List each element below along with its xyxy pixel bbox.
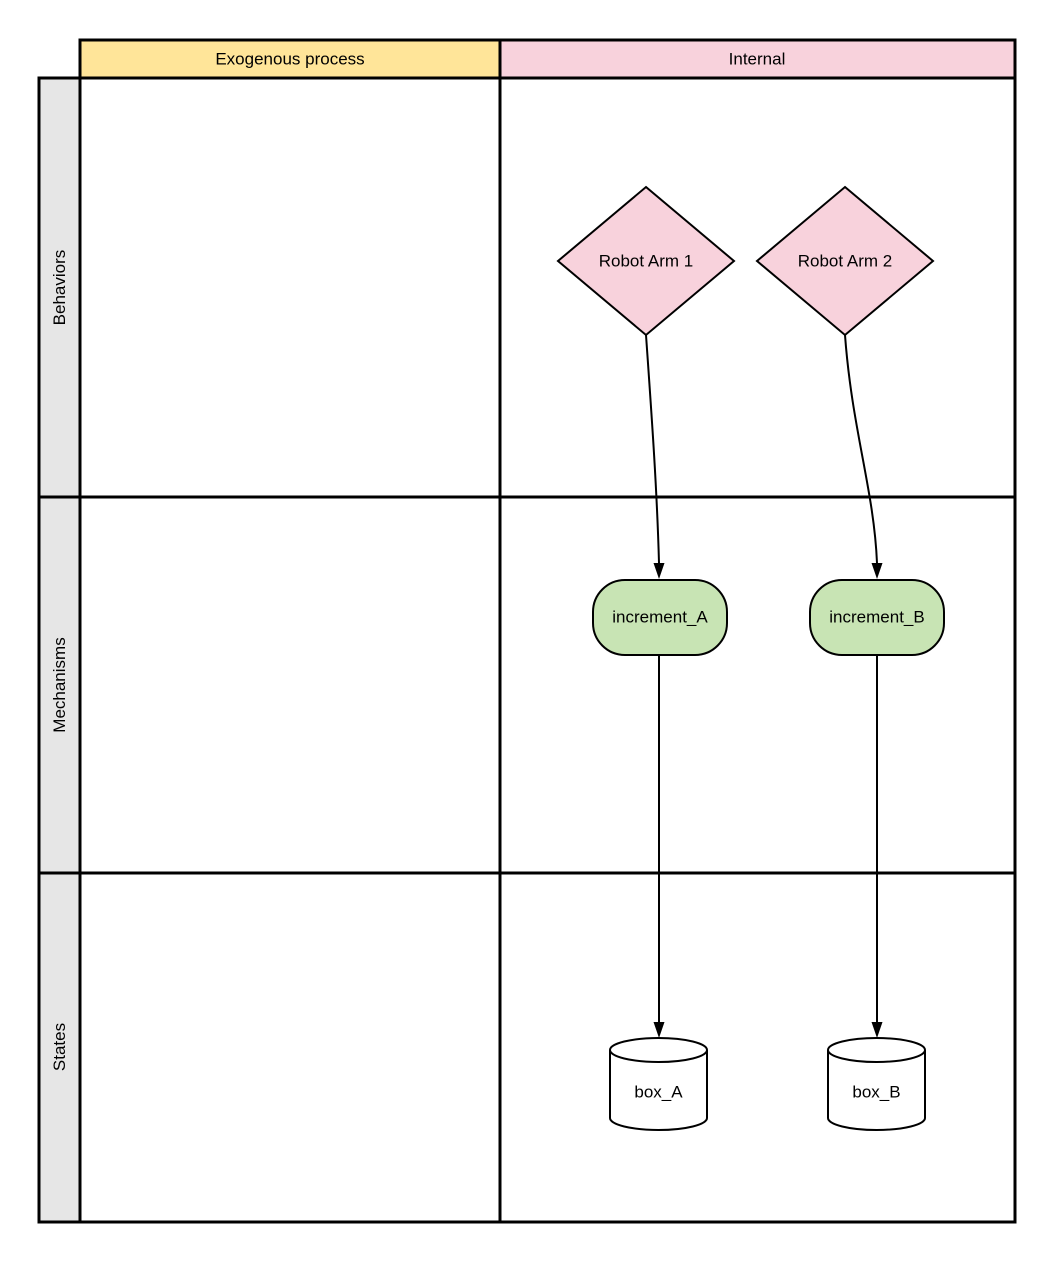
robot-arm-2-diamond (755, 185, 935, 337)
robot-arm-2-label: Robot Arm 2 (798, 252, 893, 271)
header-cell-internal (498, 38, 1017, 80)
header-cell-exogenous (78, 38, 502, 80)
robot-arm-1-diamond (556, 185, 736, 337)
row-label-behaviors: Behaviors (50, 250, 69, 326)
node-robot-arm-2: Robot Arm 2 (755, 185, 935, 337)
increment-b-rounded-rect (809, 579, 945, 656)
arrowhead-incrementb-boxb (871, 1022, 883, 1038)
box-a-cylinder-top (609, 1037, 708, 1063)
row-label-states: States (50, 1023, 69, 1071)
row-label-mechanisms: Mechanisms (50, 637, 69, 732)
arrowhead-robotarm1-incrementa (653, 563, 665, 579)
node-robot-arm-1: Robot Arm 1 (556, 185, 736, 337)
increment-a-label: increment_A (612, 608, 708, 627)
box-b-cylinder-body (827, 1050, 926, 1131)
arrowhead-robotarm2-incrementb (871, 563, 883, 579)
edge-robotarm1-incrementa (645, 334, 660, 564)
box-a-cylinder-body (609, 1050, 708, 1131)
increment-b-label: increment_B (829, 608, 924, 627)
box-b-label: box_B (852, 1083, 900, 1102)
node-increment-b: increment_B (809, 579, 945, 656)
nodes: Robot Arm 1 Robot Arm 2 increment_A incr… (556, 185, 945, 1131)
increment-a-rounded-rect (592, 579, 728, 656)
connectors (645, 334, 883, 1038)
node-box-b: box_B (827, 1037, 926, 1131)
node-box-a: box_A (609, 1037, 708, 1131)
arrowhead-incrementa-boxa (653, 1022, 665, 1038)
row-header-cell-states (37, 871, 82, 1224)
header-label-exogenous: Exogenous process (215, 50, 364, 69)
node-increment-a: increment_A (592, 579, 728, 656)
edge-robotarm2-incrementb (844, 334, 878, 564)
box-b-cylinder-top (827, 1037, 926, 1063)
row-header-cell-behaviors (37, 76, 82, 499)
header-label-internal: Internal (729, 50, 786, 69)
box-a-label: box_A (634, 1083, 683, 1102)
robot-arm-1-label: Robot Arm 1 (599, 252, 694, 271)
